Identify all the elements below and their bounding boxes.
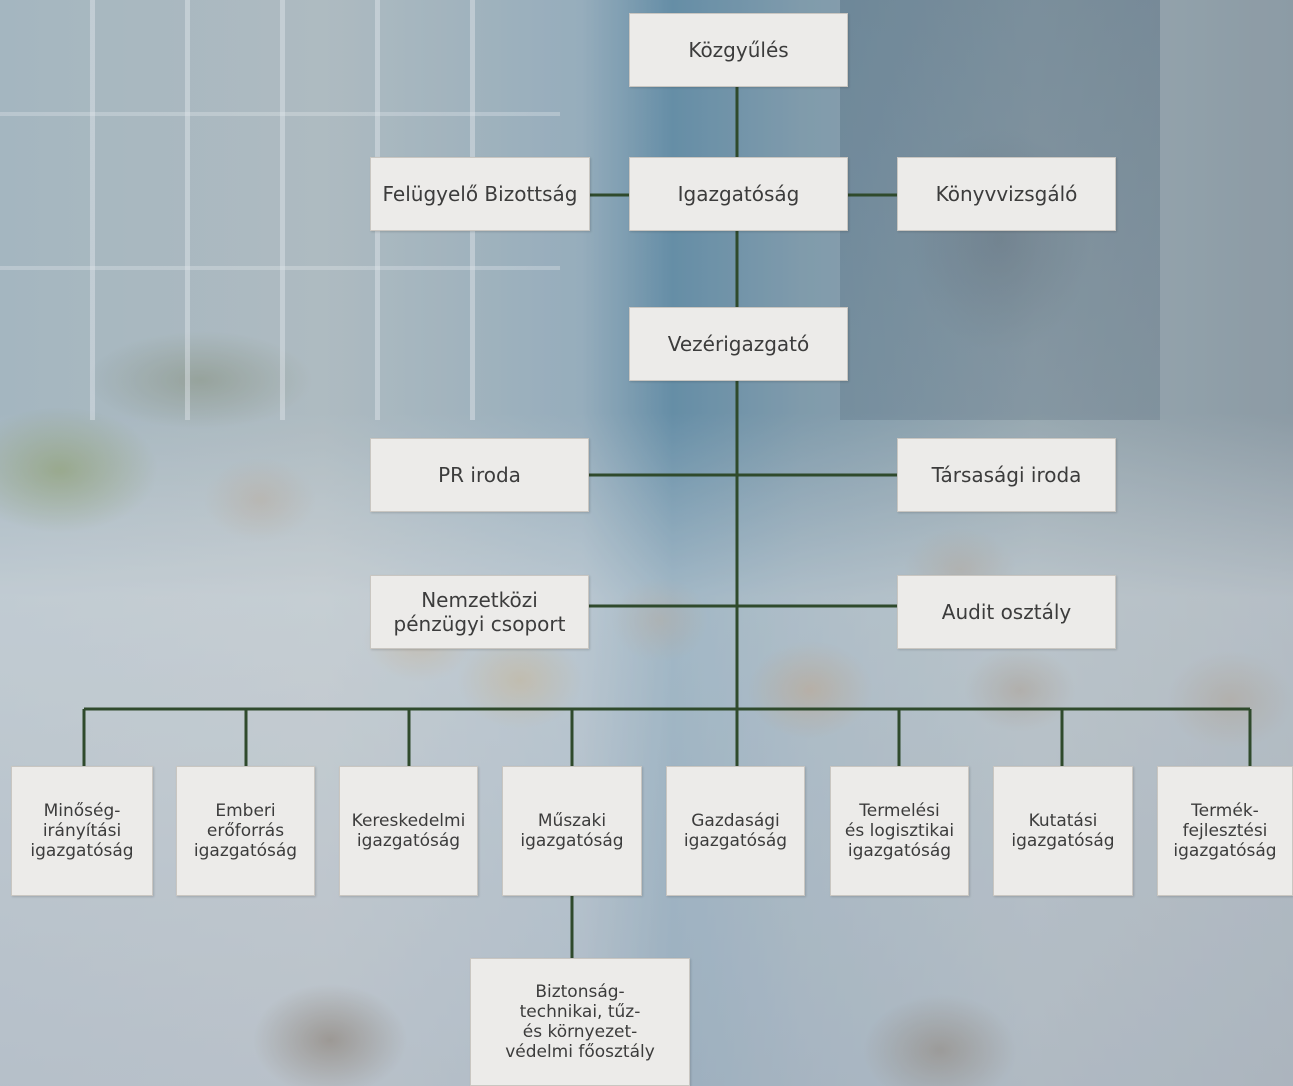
node-termekfejlesztesi: Termék- fejlesztési igazgatóság xyxy=(1157,766,1293,896)
node-felugyelo-label: Felügyelő Bizottság xyxy=(382,182,578,206)
node-biztonsagtechnikai: Biztonság- technikai, tűz- és környezet-… xyxy=(470,958,690,1086)
node-pr-iroda: PR iroda xyxy=(370,438,589,512)
node-tarsasagi-iroda-label: Társasági iroda xyxy=(931,463,1082,487)
node-nemzetkozi-label: Nemzetközi pénzügyi csoport xyxy=(393,588,566,636)
node-directorate-label: Minőség- irányítási igazgatóság xyxy=(30,801,134,861)
node-termelesi-logisztikai: Termelési és logisztikai igazgatóság xyxy=(830,766,969,896)
node-kereskedelmi: Kereskedelmi igazgatóság xyxy=(339,766,478,896)
node-kozgyules-label: Közgyűlés xyxy=(688,38,789,62)
node-gazdasagi: Gazdasági igazgatóság xyxy=(666,766,805,896)
node-kutatasi: Kutatási igazgatóság xyxy=(993,766,1133,896)
node-minosegiranyitasi: Minőség- irányítási igazgatóság xyxy=(11,766,153,896)
node-pr-iroda-label: PR iroda xyxy=(438,463,521,487)
node-konyvvizsgalo-label: Könyvvizsgáló xyxy=(935,182,1078,206)
node-emberi-eroforras: Emberi erőforrás igazgatóság xyxy=(176,766,315,896)
node-directorate-label: Műszaki igazgatóság xyxy=(520,811,624,851)
node-directorate-label: Kereskedelmi igazgatóság xyxy=(351,811,466,851)
node-kozgyules: Közgyűlés xyxy=(629,13,848,87)
node-tarsasagi-iroda: Társasági iroda xyxy=(897,438,1116,512)
node-directorate-label: Termék- fejlesztési igazgatóság xyxy=(1173,801,1277,861)
node-audit-osztaly: Audit osztály xyxy=(897,575,1116,649)
node-biztonsagtechnikai-label: Biztonság- technikai, tűz- és környezet-… xyxy=(505,982,655,1062)
node-vezerigazgato: Vezérigazgató xyxy=(629,307,848,381)
node-muszaki: Műszaki igazgatóság xyxy=(502,766,642,896)
node-directorate-label: Termelési és logisztikai igazgatóság xyxy=(844,801,955,861)
node-directorate-label: Kutatási igazgatóság xyxy=(1011,811,1115,851)
node-directorate-label: Gazdasági igazgatóság xyxy=(683,811,788,851)
node-audit-label: Audit osztály xyxy=(941,600,1072,624)
node-konyvvizsgalo: Könyvvizsgáló xyxy=(897,157,1116,231)
node-nemzetkozi-csoport: Nemzetközi pénzügyi csoport xyxy=(370,575,589,649)
node-felugyelo-bizottsag: Felügyelő Bizottság xyxy=(370,157,590,231)
node-igazgatosag-label: Igazgatóság xyxy=(677,182,800,206)
node-directorate-label: Emberi erőforrás igazgatóság xyxy=(193,801,298,861)
node-igazgatosag: Igazgatóság xyxy=(629,157,848,231)
node-vezerigazgato-label: Vezérigazgató xyxy=(667,332,810,356)
